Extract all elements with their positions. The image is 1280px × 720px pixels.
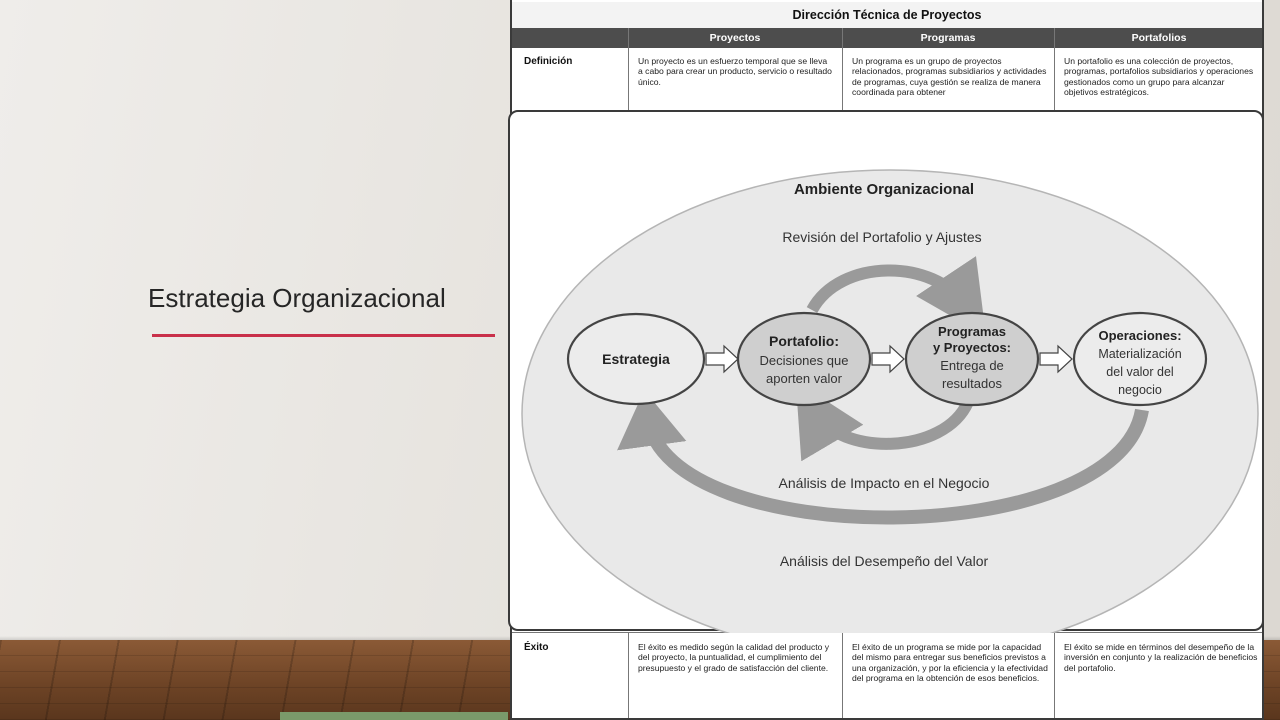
node-portafolio-title: Portafolio: <box>769 333 839 349</box>
cell-def-programas: Un programa es un grupo de proyectos rel… <box>852 56 1047 97</box>
table-divider <box>842 632 843 718</box>
node-estrategia-label: Estrategia <box>602 351 670 367</box>
bottom-cycle-label: Análisis del Desempeño del Valor <box>780 553 989 569</box>
diagram-title: Ambiente Organizacional <box>794 181 974 198</box>
cell-exito-programas: El éxito de un programa se mide por la c… <box>852 642 1048 683</box>
arrow-programas-operaciones <box>1039 344 1073 374</box>
node-operaciones-line2: del valor del <box>1106 365 1173 379</box>
node-portafolio-line2: aporten valor <box>766 371 843 386</box>
table-divider <box>842 28 843 110</box>
title-underline <box>152 334 495 337</box>
node-programas-title2: y Proyectos: <box>933 340 1011 355</box>
col-header-programas: Programas <box>920 32 976 44</box>
cell-def-proyectos: Un proyecto es un esfuerzo temporal que … <box>638 56 832 87</box>
node-operaciones-line1: Materialización <box>1098 347 1181 361</box>
arrow-portafolio-programas <box>871 344 905 374</box>
table-header-row: Proyectos Programas Portafolios <box>512 28 1262 48</box>
cell-exito-proyectos: El éxito es medido según la calidad del … <box>638 642 830 673</box>
node-operaciones-line3: negocio <box>1118 383 1162 397</box>
node-programas-line1: Entrega de <box>940 358 1004 373</box>
node-portafolio-line1: Decisiones que <box>760 353 849 368</box>
middle-cycle-label: Análisis de Impacto en el Negocio <box>779 475 990 491</box>
cell-exito-portafolios: El éxito se mide en términos del desempe… <box>1064 642 1258 673</box>
col-header-portafolios: Portafolios <box>1131 32 1187 44</box>
row-label-exito: Éxito <box>524 642 549 653</box>
table-divider <box>628 28 629 110</box>
top-cycle-label: Revisión del Portafolio y Ajustes <box>782 229 981 245</box>
inner-lower-loop-arrow <box>795 381 974 462</box>
slide-title: Estrategia Organizacional <box>148 283 446 313</box>
outer-loop-arrow <box>617 390 1149 525</box>
node-operaciones <box>1072 311 1208 407</box>
strategy-diagram: Ambiente Organizacional Revisión del Por… <box>508 110 1264 633</box>
node-programas <box>904 311 1040 407</box>
table-divider <box>1054 28 1055 110</box>
table-divider <box>1054 632 1055 718</box>
cell-def-portafolios: Un portafolio es una colección de proyec… <box>1064 56 1254 97</box>
organizational-environment-ellipse <box>521 169 1259 633</box>
node-operaciones-title: Operaciones: <box>1098 328 1181 343</box>
arrow-estrategia-portafolio <box>705 344 739 374</box>
green-accent-bar <box>280 712 508 720</box>
node-programas-line2: resultados <box>942 376 1002 391</box>
col-header-proyectos: Proyectos <box>709 32 761 44</box>
node-estrategia <box>566 312 706 406</box>
top-loop-arrow <box>806 256 987 336</box>
node-portafolio <box>736 311 872 407</box>
table-divider <box>628 632 629 718</box>
row-label-definicion: Definición <box>524 56 573 67</box>
table-title: Dirección Técnica de Proyectos <box>512 2 1262 29</box>
node-programas-title1: Programas <box>938 324 1006 339</box>
diagram-svg: Ambiente Organizacional Revisión del Por… <box>521 169 1259 633</box>
